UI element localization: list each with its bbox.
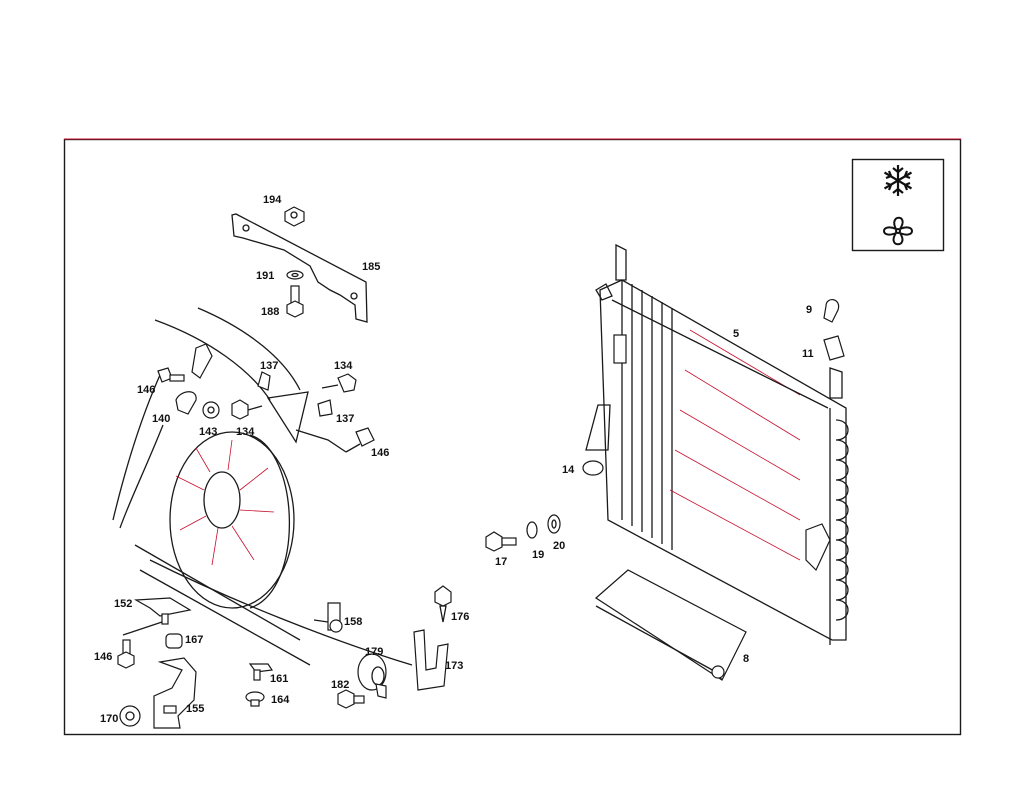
part-label: 8 xyxy=(743,653,749,665)
part-label: 188 xyxy=(261,306,279,318)
part-label: 191 xyxy=(256,270,274,282)
legend-box xyxy=(851,158,945,252)
condenser xyxy=(585,243,849,645)
part-label: 5 xyxy=(733,328,739,340)
part-label: 164 xyxy=(271,694,290,706)
part-label: 14 xyxy=(562,464,575,476)
part-label: 146 xyxy=(371,447,389,459)
part-label: 11 xyxy=(802,348,814,360)
part-label: 170 xyxy=(100,713,118,725)
part-label: 152 xyxy=(114,598,132,610)
part-label: 146 xyxy=(137,384,155,396)
part-label: 134 xyxy=(236,426,255,438)
part-label: 158 xyxy=(344,616,362,628)
part-label: 167 xyxy=(185,634,203,646)
part-label: 137 xyxy=(260,360,278,372)
part-label: 134 xyxy=(334,360,353,372)
part-label: 19 xyxy=(532,549,544,561)
part-label: 143 xyxy=(199,426,217,438)
part-label: 17 xyxy=(495,556,507,568)
part-label: 182 xyxy=(331,679,349,691)
fan xyxy=(169,431,295,609)
snowflake-icon xyxy=(883,165,913,196)
fan-icon xyxy=(883,216,913,246)
part-label: 161 xyxy=(270,673,288,685)
part-label: 140 xyxy=(152,413,170,425)
part-label: 179 xyxy=(365,646,383,658)
part-label: 146 xyxy=(94,651,112,663)
part-labels: 194 185 191 188 137 134 146 137 140 143 … xyxy=(94,194,814,725)
part-label: 9 xyxy=(806,304,812,316)
part-label: 20 xyxy=(553,540,565,552)
part-label: 173 xyxy=(445,660,463,672)
part-label: 155 xyxy=(186,703,204,715)
part-label: 137 xyxy=(336,413,354,425)
part-label: 176 xyxy=(451,611,469,623)
part-label: 185 xyxy=(362,261,380,273)
part-label: 194 xyxy=(263,194,282,206)
